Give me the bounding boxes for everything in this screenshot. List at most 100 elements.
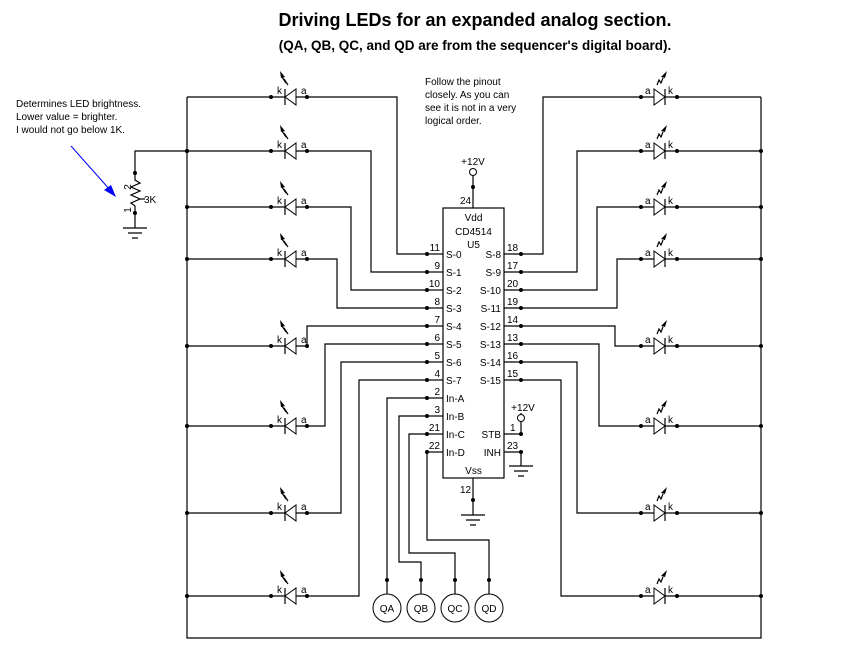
pin-number: 22	[429, 441, 441, 452]
input-label-qd: QD	[482, 604, 497, 615]
junction-dot	[675, 511, 679, 515]
junction-dot	[425, 360, 429, 364]
junction-dot	[519, 450, 523, 454]
pin-name: S-1	[446, 268, 462, 279]
led-icon	[284, 587, 297, 605]
junction-dot	[425, 342, 429, 346]
pin-name: S-7	[446, 376, 462, 387]
junction-dot	[675, 149, 679, 153]
pin-number: 2	[434, 387, 440, 398]
led-anode-wire	[307, 96, 427, 255]
pin-name: S-9	[485, 268, 501, 279]
junction-dot	[639, 257, 643, 261]
pin-number: 23	[507, 441, 519, 452]
input-wire-qc	[408, 433, 456, 594]
junction-dot	[453, 578, 457, 582]
junction-dot	[425, 432, 429, 436]
ground-icon	[123, 227, 147, 239]
led-anode-label: a	[301, 86, 307, 97]
led-anode-label: a	[645, 140, 651, 151]
junction-dot	[519, 432, 523, 436]
led-light-ray	[656, 576, 664, 585]
junction-dot	[675, 205, 679, 209]
pin-number: 13	[507, 333, 519, 344]
pin-number: 10	[429, 279, 441, 290]
pin-number: 20	[507, 279, 519, 290]
led-anode-wire	[306, 325, 427, 346]
led-cathode-label: k	[668, 86, 674, 97]
junction-dot	[305, 149, 309, 153]
led-emission-arrow-icon	[280, 320, 285, 327]
led-anode-wire	[307, 343, 427, 427]
junction-dot	[185, 594, 189, 598]
led-icon	[653, 587, 666, 605]
led-anode-label: a	[645, 248, 651, 259]
junction-dot	[519, 306, 523, 310]
led-anode-label: a	[645, 415, 651, 426]
led-emission-arrow-icon	[661, 125, 667, 132]
junction-dot	[759, 511, 763, 515]
pin-number: 1	[510, 423, 516, 434]
pin-number: 4	[434, 369, 440, 380]
led-cathode-label: k	[277, 502, 283, 513]
led-anode-label: a	[645, 196, 651, 207]
led-emission-arrow-icon	[280, 181, 285, 188]
junction-dot	[471, 185, 475, 189]
pin-number: 3	[434, 405, 440, 416]
led-light-ray	[281, 492, 289, 502]
pin-name: S-15	[480, 376, 502, 387]
input-label-qc: QC	[448, 604, 463, 615]
junction-dot	[675, 95, 679, 99]
junction-dot	[759, 205, 763, 209]
pin-name: S-3	[446, 304, 462, 315]
junction-dot	[639, 511, 643, 515]
stb-supply-label: +12V	[511, 403, 535, 414]
junction-dot	[385, 578, 389, 582]
led-light-ray	[656, 406, 664, 415]
led-cathode-label: k	[668, 248, 674, 259]
led-light-ray	[656, 187, 664, 196]
pin-number: 7	[434, 315, 440, 326]
led-icon	[284, 142, 297, 160]
junction-dot	[675, 344, 679, 348]
led-anode-wire	[307, 361, 427, 514]
input-wire-qd	[426, 452, 490, 594]
led-emission-arrow-icon	[661, 233, 667, 240]
pin-name: In-A	[446, 394, 465, 405]
led-anode-label: a	[301, 585, 307, 596]
arrow-head-icon	[104, 185, 116, 197]
junction-dot	[305, 205, 309, 209]
input-wire-qb	[398, 415, 427, 594]
led-cathode-label: k	[277, 335, 283, 346]
pin-number: 18	[507, 243, 519, 254]
junction-dot	[305, 344, 309, 348]
led-icon	[653, 250, 666, 268]
junction-dot	[305, 594, 309, 598]
led-cathode-label: k	[277, 196, 283, 207]
resistor-pin-1: 1	[123, 207, 134, 213]
vss-pin-number: 12	[460, 485, 472, 496]
junction-dot	[133, 211, 137, 215]
led-emission-arrow-icon	[280, 233, 285, 240]
pin-number: 19	[507, 297, 519, 308]
led-cathode-label: k	[668, 140, 674, 151]
led-anode-wire	[521, 96, 641, 255]
led-anode-label: a	[645, 335, 651, 346]
supply-terminal-icon	[517, 414, 525, 422]
junction-dot	[425, 288, 429, 292]
led-emission-arrow-icon	[661, 487, 667, 494]
led-emission-arrow-icon	[661, 181, 667, 188]
junction-dot	[269, 205, 273, 209]
led-anode-wire	[307, 206, 427, 291]
junction-dot	[425, 378, 429, 382]
led-anode-label: a	[645, 585, 651, 596]
junction-dot	[487, 578, 491, 582]
led-icon	[284, 250, 297, 268]
input-wire-qa	[386, 397, 427, 594]
led-icon	[284, 504, 297, 522]
junction-dot	[425, 252, 429, 256]
resistor-wire	[134, 150, 187, 173]
junction-dot	[185, 511, 189, 515]
led-cathode-label: k	[668, 196, 674, 207]
junction-dot	[639, 205, 643, 209]
